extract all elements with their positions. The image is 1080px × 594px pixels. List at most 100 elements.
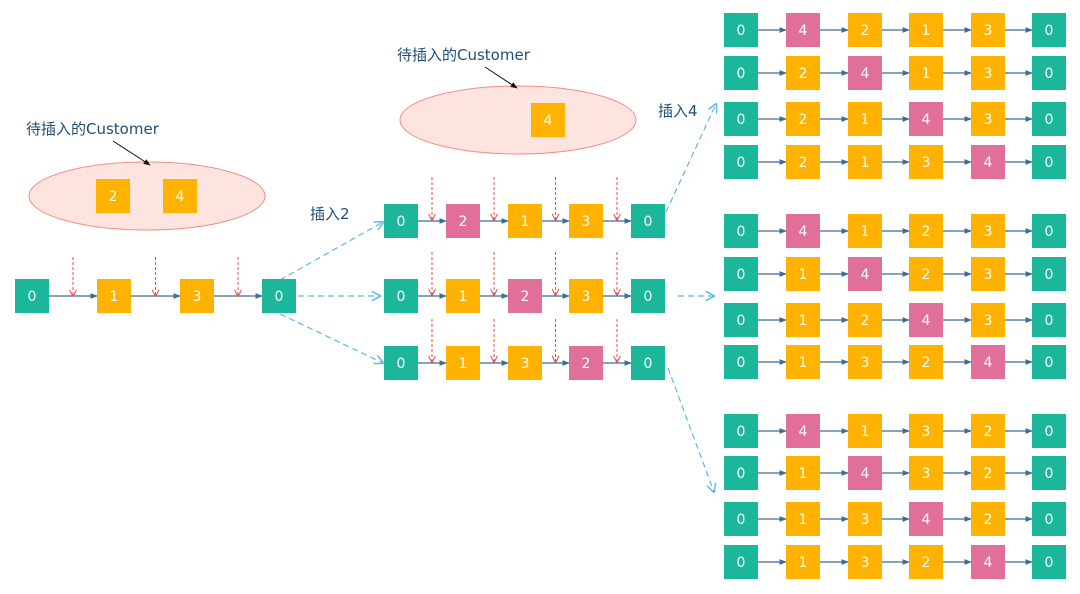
insert-4-group-1-route-4-customer-4-label: 4 (984, 155, 993, 171)
insert-4-group-3-route-4-customer-3: 3 (848, 545, 882, 579)
insert-2-route-1-customer-3: 3 (569, 204, 603, 238)
insert-4-group-3-route-4-depot-end: 0 (1032, 545, 1066, 579)
insert-4-group-1-route-3-customer-3-label: 3 (984, 112, 993, 128)
insert-4-group-1-route-4-customer-2: 2 (786, 145, 820, 179)
initial-route-depot-end-label: 0 (275, 289, 284, 305)
insert-4-group-1-route-2-customer-1-label: 1 (922, 66, 931, 82)
insert-4-group-3-route-1-customer-3: 3 (909, 414, 943, 448)
insert-2-route-1-depot-start-label: 0 (397, 214, 406, 230)
insert-4-group-1-route-2-depot-end-label: 0 (1045, 66, 1054, 82)
insert-4-group-1-route-3-customer-4-box (909, 102, 943, 136)
insert-4-group-1-route-2-depot-start: 0 (724, 56, 758, 90)
insert-4-group-2-route-3-depot-start-label: 0 (737, 313, 746, 329)
insert-4-group-2-route-1-customer-4: 4 (786, 214, 820, 248)
pending-customer-mid-4: 4 (531, 103, 565, 137)
insert-4-group-1-route-4-depot-start: 0 (724, 145, 758, 179)
insert-4-group-2-route-2-customer-3-box (971, 257, 1005, 291)
pending-bubble-mid (399, 85, 637, 155)
insert-4-group-2-route-4-customer-1-box (786, 345, 820, 379)
insert-2-route-2-customer-1: 1 (446, 279, 480, 313)
insert-4-group-3-route-4-depot-start-label: 0 (737, 555, 746, 571)
branch-arrow-insert-2-top (279, 222, 383, 281)
insert-4-group-3-route-3-customer-2: 2 (971, 502, 1005, 536)
insert-4-group-1-route-1-depot-end-label: 0 (1045, 23, 1054, 39)
insert-2-route-2-depot-start: 0 (384, 279, 418, 313)
insert-4-group-3-route-3-depot-end: 0 (1032, 502, 1066, 536)
insert-4-group-1-route-4-customer-2-label: 2 (799, 155, 808, 171)
insert-4-group-3-route-2-customer-4: 4 (848, 456, 882, 490)
insert-4-group-1-route-1-customer-2-label: 2 (861, 23, 870, 39)
insert-4-group-2-route-2-customer-4: 4 (848, 257, 882, 291)
insert-2-route-1-depot-end-label: 0 (644, 214, 653, 230)
insert-4-group-1-route-1-customer-4-box (786, 13, 820, 47)
insert-4-group-2-route-4-customer-2: 2 (909, 345, 943, 379)
insert-4-group-2-route-4-depot-end-label: 0 (1045, 355, 1054, 371)
insert-4-group-2-route-1-depot-start-label: 0 (737, 224, 746, 240)
insert-4-group-2-route-1-customer-3: 3 (971, 214, 1005, 248)
insert-4-group-3-route-2-customer-2: 2 (971, 456, 1005, 490)
insert-4-group-1-route-4-depot-end-box (1032, 145, 1066, 179)
insert-4-label: 插入4 (658, 102, 698, 120)
insert-4-group-2-route-1-depot-end-box (1032, 214, 1066, 248)
insert-4-group-2-route-4-depot-end-box (1032, 345, 1066, 379)
insert-4-group-2-route-4-customer-2-label: 2 (922, 355, 931, 371)
insert-4-group-2-route-3-depot-start: 0 (724, 303, 758, 337)
insert-2-route-1-customer-1-label: 1 (521, 214, 530, 230)
insert-4-group-2-route-4-customer-3-label: 3 (861, 355, 870, 371)
insert-2-route-2-depot-start-label: 0 (397, 289, 406, 305)
insert-4-group-2-route-4-customer-4-box (971, 345, 1005, 379)
insert-4-group-1-route-2-customer-3: 3 (971, 56, 1005, 90)
insert-4-group-1-route-1-customer-3-box (971, 13, 1005, 47)
insert-4-group-2-route-2-customer-3: 3 (971, 257, 1005, 291)
insert-4-group-2-route-3-customer-2-box (848, 303, 882, 337)
insert-4-group-3-route-3-customer-4-box (909, 502, 943, 536)
insert-4-group-1-route-4-customer-2-box (786, 145, 820, 179)
insert-4-group-1-route-2-customer-2-label: 2 (799, 66, 808, 82)
insert-4-group-1-route-1-depot-end-box (1032, 13, 1066, 47)
pending-customer-4-label: 4 (176, 189, 185, 205)
insert-2-label: 插入2 (310, 205, 350, 223)
insert-2-route-1-depot-end: 0 (631, 204, 665, 238)
insert-4-group-2-route-4-depot-end: 0 (1032, 345, 1066, 379)
insert-2-route-2-customer-2: 2 (508, 279, 542, 313)
insert-4-group-3-route-3-customer-3-box (848, 502, 882, 536)
insert-4-group-1-route-2-customer-2: 2 (786, 56, 820, 90)
insert-2-route-2-customer-3-box (569, 279, 603, 313)
insert-2-route-1-customer-2-label: 2 (459, 214, 468, 230)
initial-route-customer-1: 1 (97, 279, 131, 313)
insert-4-group-1-route-4-customer-3-label: 3 (922, 155, 931, 171)
insert-4-group-3-route-1-customer-1: 1 (848, 414, 882, 448)
insert-2-route-3-customer-3: 3 (508, 346, 542, 380)
insert-4-group-1-route-1-customer-2-box (848, 13, 882, 47)
insert-4-group-3-route-1-depot-start: 0 (724, 414, 758, 448)
insert-4-group-2-route-2-customer-1-box (786, 257, 820, 291)
insert-4-group-2-route-2-depot-start-box (724, 257, 758, 291)
insert-4-group-1-route-3-depot-end-label: 0 (1045, 112, 1054, 128)
insert-4-group-2-route-4-depot-start-label: 0 (737, 355, 746, 371)
insert-4-group-1-route-2-customer-3-label: 3 (984, 66, 993, 82)
insert-4-group-3-route-3-customer-1-label: 1 (799, 512, 808, 528)
insert-4-group-2-route-2-customer-3-label: 3 (984, 267, 993, 283)
insert-4-group-3-route-2-customer-1-box (786, 456, 820, 490)
insert-4-group-2-route-4-depot-start-box (724, 345, 758, 379)
insert-4-group-3-route-4-customer-2-label: 2 (922, 555, 931, 571)
insert-4-group-1-route-1-customer-4-label: 4 (799, 23, 808, 39)
insert-4-group-1-route-1-customer-3-label: 3 (984, 23, 993, 39)
insert-4-group-3-route-1-depot-start-label: 0 (737, 424, 746, 440)
initial-route-customer-3-label: 3 (193, 289, 202, 305)
insert-4-group-3-route-3-customer-2-box (971, 502, 1005, 536)
insert-2-route-2-customer-3-label: 3 (582, 289, 591, 305)
insert-4-group-3-route-2-customer-2-label: 2 (984, 466, 993, 482)
insert-4-group-3-route-2-customer-1: 1 (786, 456, 820, 490)
insert-4-group-3-route-4-depot-end-box (1032, 545, 1066, 579)
insert-4-group-1-route-1-depot-start: 0 (724, 13, 758, 47)
insert-2-route-3-depot-start: 0 (384, 346, 418, 380)
insert-4-group-1-route-3-depot-end-box (1032, 102, 1066, 136)
insert-2-route-2-depot-end-label: 0 (644, 289, 653, 305)
insert-2-route-3-customer-3-box (508, 346, 542, 380)
insert-4-group-2-route-3-customer-4-box (909, 303, 943, 337)
insert-4-group-3-route-2-customer-3-label: 3 (922, 466, 931, 482)
insert-2-route-2-customer-1-box (446, 279, 480, 313)
insert-4-group-1-route-4-customer-3: 3 (909, 145, 943, 179)
